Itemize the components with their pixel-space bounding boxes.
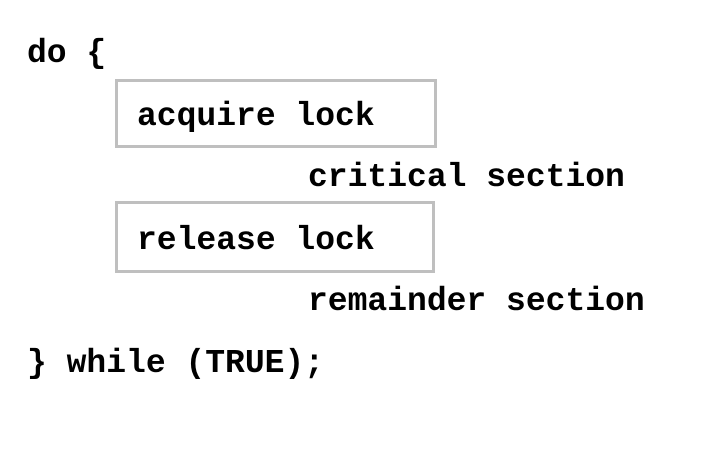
- acquire-lock-label: acquire lock: [137, 98, 375, 135]
- release-lock-box: release lock: [115, 201, 435, 273]
- release-lock-label: release lock: [137, 222, 375, 259]
- critical-section-label: critical section: [308, 159, 625, 196]
- remainder-section-label: remainder section: [308, 283, 645, 320]
- while-true-line: } while (TRUE);: [27, 345, 325, 382]
- do-keyword-line: do {: [27, 35, 107, 72]
- acquire-lock-box: acquire lock: [115, 79, 437, 148]
